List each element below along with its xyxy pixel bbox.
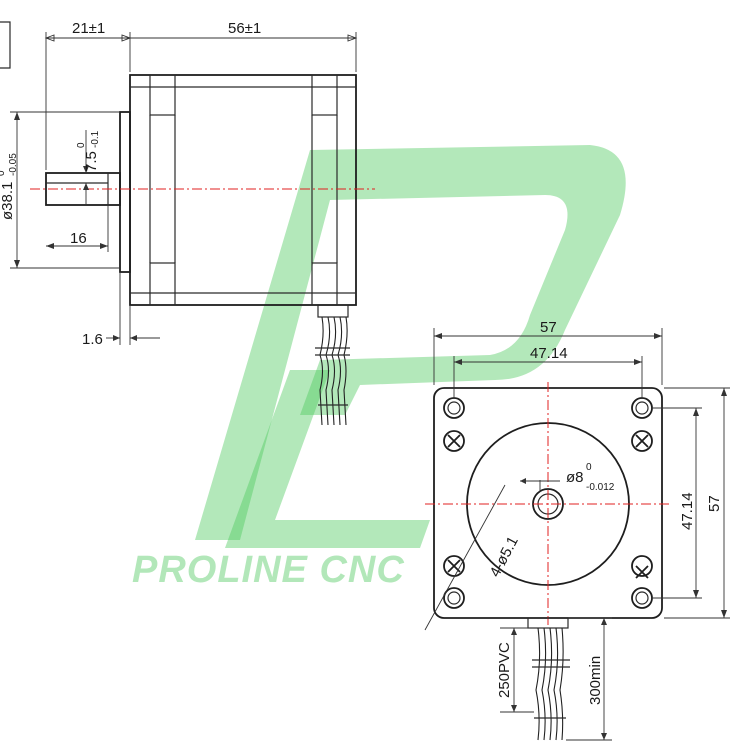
hole-spacing-h-dim: 47.14 [530, 345, 568, 362]
front-height-dim: 57 [706, 495, 723, 512]
cable-gland [317, 304, 349, 318]
flat-length-dim: 16 [70, 230, 87, 247]
shaft-flat-dim: 7.5 [83, 151, 100, 172]
front-cable [532, 627, 570, 741]
case-screws [443, 430, 653, 579]
motor-body [129, 74, 357, 306]
frame-corner [0, 21, 11, 69]
watermark-text: PROLINE CNC [132, 549, 405, 591]
flange-thickness-dim: 1.6 [82, 331, 103, 348]
mounting-flange [119, 111, 131, 273]
shaft-length-dim: 21±1 [72, 20, 105, 37]
front-width-dim: 57 [540, 319, 557, 336]
shaft-diameter-sub: -0.012 [586, 482, 615, 493]
side-view: 21±1 56±1 ø38.1 0 -0.05 7.5 0 -0.1 [0, 20, 375, 426]
holes-spec-dim: 4-ø5.1 [487, 534, 522, 580]
shaft-diameter-dim: ø8 [566, 469, 584, 486]
side-cable [315, 316, 350, 426]
shaft-flat-sup: 0 [76, 142, 87, 148]
shaft-flat-sub: -0.1 [90, 130, 101, 148]
watermark-p-shape [195, 145, 626, 540]
pilot-diameter-dim: ø38.1 [0, 182, 16, 220]
holes-leader [424, 484, 506, 631]
shaft-diameter-sup: 0 [586, 462, 592, 473]
cable-length-dim: 300min [587, 656, 604, 705]
pilot-diameter-sup: 0 [0, 170, 7, 176]
hole-spacing-v-dim: 47.14 [679, 492, 696, 530]
watermark-logo [195, 145, 626, 548]
pilot-diameter-sub: -0.05 [8, 153, 19, 176]
front-view: 57 47.14 47.14 57 ø8 0 -0.012 [424, 319, 730, 741]
watermark-l-shape [225, 370, 430, 548]
front-cable-gland [527, 617, 569, 629]
body-length-dim: 56±1 [228, 20, 261, 37]
cable-spec-dim: 250PVC [496, 642, 513, 698]
